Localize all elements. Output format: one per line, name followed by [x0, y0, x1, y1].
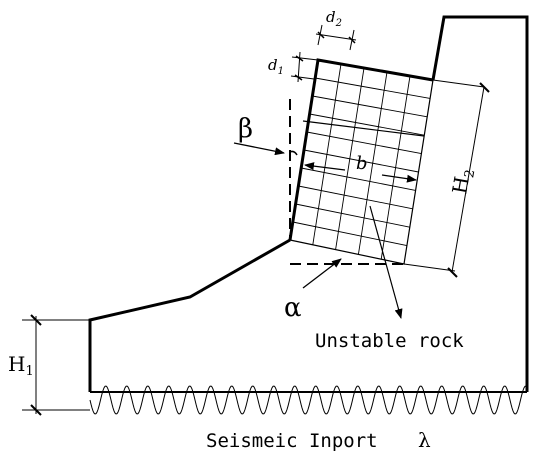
- h2-dimension: [403, 79, 490, 278]
- b-arrow-right: [381, 174, 417, 183]
- h2-label: H2: [447, 166, 478, 196]
- alpha-label: α: [284, 293, 302, 323]
- rock-grid-row-line: [298, 185, 413, 210]
- rock-grid-row-line: [309, 113, 425, 136]
- d1-label: d1: [268, 56, 284, 77]
- rock-grid-row-line: [315, 77, 431, 99]
- beta-label: β: [238, 114, 253, 144]
- rock-grid-col-line: [312, 63, 342, 245]
- rock-grid: [292, 63, 431, 260]
- slope-outline: [88, 238, 291, 392]
- seismic-input-label: Seismeic Inport: [206, 430, 378, 452]
- beta-arrow: [233, 142, 285, 156]
- b-arrow-left: [304, 162, 346, 171]
- rock-grid-row-line: [306, 131, 422, 155]
- lambda-label: λ: [418, 428, 431, 452]
- seismic-wave: [89, 385, 528, 415]
- b-label: b: [356, 153, 368, 174]
- rock-grid-col-line: [380, 75, 411, 260]
- h1-dimension: [22, 314, 90, 416]
- rock-grid-row-line: [292, 221, 407, 247]
- unstable-rock-label: Unstable rock: [315, 330, 464, 352]
- rock-grid-col-line: [335, 67, 365, 250]
- rock-grid-row-line: [295, 203, 410, 228]
- d1-dimension: [290, 51, 319, 83]
- unstable-rock-pointer: [369, 205, 403, 319]
- alpha-arrow: [302, 258, 342, 289]
- rock-grid-row-line: [312, 95, 428, 118]
- slope-right-outline: [431, 15, 529, 392]
- beta-arc: [289, 150, 298, 156]
- rock-grid-row-line: [301, 167, 416, 191]
- h1-label: H1: [8, 352, 34, 379]
- rock-grid-col-line: [357, 71, 388, 255]
- d2-label: d2: [326, 8, 342, 29]
- d2-dimension: [315, 24, 357, 51]
- rock-grid-row-line: [303, 149, 419, 173]
- rock-band-line: [302, 120, 425, 137]
